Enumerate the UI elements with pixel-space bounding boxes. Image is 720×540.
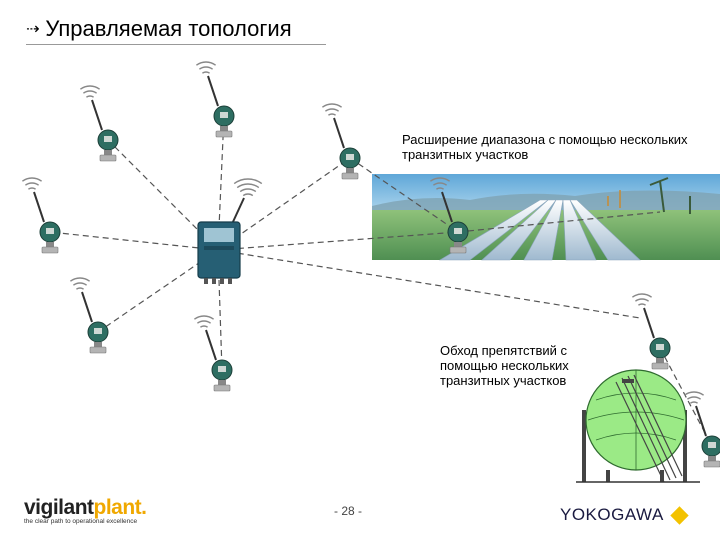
page-number: - 28 -: [334, 504, 363, 518]
page-title: Управляемая топология: [45, 16, 292, 41]
mesh-link: [217, 249, 641, 319]
wireless-transmitter-icon: [429, 177, 469, 254]
diamond-logo-icon: [670, 505, 689, 525]
wireless-transmitter-icon: [69, 277, 109, 354]
brand-part1: vigilant: [24, 496, 94, 519]
mesh-link: [217, 231, 459, 251]
wireless-transmitter-icon: [195, 61, 235, 138]
mesh-link: [349, 157, 459, 233]
mesh-link: [457, 211, 661, 233]
arrow-right-icon: ⇢: [26, 21, 40, 38]
vigilantplant-logo: vigilantplant. the clear path to operati…: [24, 496, 147, 525]
mesh-link: [217, 157, 351, 251]
brand-tagline: the clear path to operational excellence: [24, 518, 138, 525]
company-name: YOKOGAWA: [560, 505, 664, 524]
title-divider: [26, 44, 326, 45]
title-bar: ⇢ Управляемая топология: [26, 16, 292, 42]
yokogawa-logo: YOKOGAWA: [560, 505, 689, 525]
spherical-tank-image: [576, 369, 700, 483]
wireless-transmitter-icon: [683, 391, 720, 468]
caption-obstacle-avoidance: Обход препятствий с помощью нескольких т…: [440, 343, 569, 388]
wireless-gateway-icon: [197, 178, 263, 284]
wireless-transmitter-icon: [21, 177, 61, 254]
wireless-transmitter-icon: [631, 293, 671, 370]
brand-part2: plant.: [93, 496, 148, 519]
mesh-link: [49, 231, 219, 251]
pipeline-image: [372, 174, 720, 261]
wireless-transmitter-icon: [193, 315, 233, 392]
wireless-transmitter-icon: [79, 85, 119, 162]
wireless-transmitter-icon: [321, 103, 361, 180]
caption-range-extension: Расширение диапазона с помощью нескольки…: [402, 132, 688, 162]
